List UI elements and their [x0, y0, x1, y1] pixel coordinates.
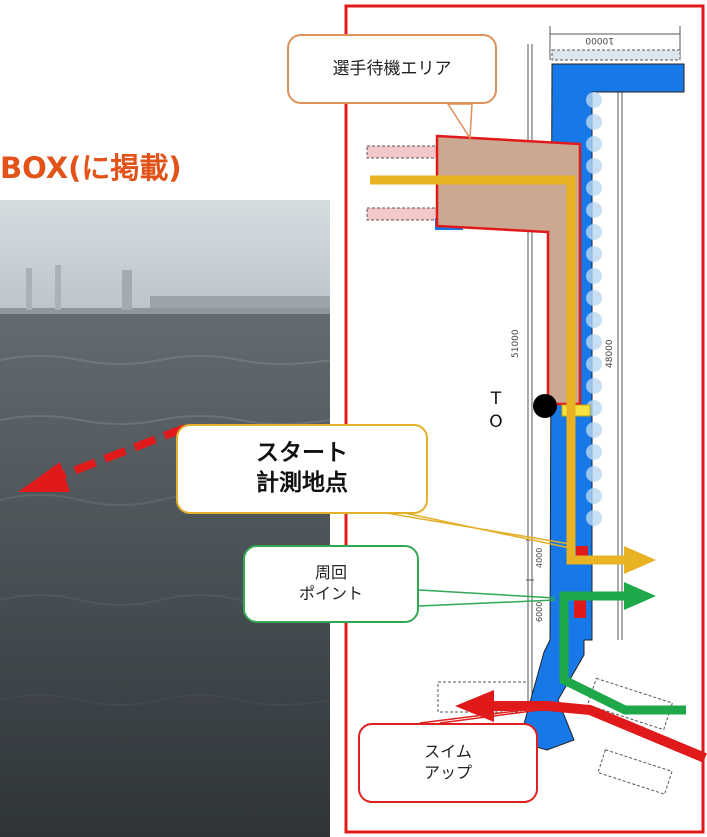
lap-marker-red-2	[574, 600, 586, 618]
start-label-line1: スタート	[256, 440, 348, 467]
water-photo	[0, 200, 331, 837]
photo-pointer-arrow	[18, 424, 187, 492]
start-label-line2: 計測地点	[256, 470, 348, 496]
waiting-area-label: 選手待機エリア	[332, 58, 452, 79]
to-label: T O	[484, 388, 508, 434]
swim-label-line2: アップ	[423, 763, 472, 782]
to-label-t: T	[490, 389, 502, 409]
waiting-area-callout: 選手待機エリア	[287, 34, 497, 104]
swim-label-line1: スイム	[424, 742, 472, 762]
to-marker-dot	[533, 394, 557, 418]
lap-point-callout: 周回 ポイント	[243, 545, 419, 623]
dimension-top: 10000	[585, 35, 614, 45]
lap-label-line1: 周回	[314, 563, 347, 583]
lap-label-line2: ポイント	[298, 584, 363, 603]
lap-route	[559, 582, 686, 715]
dimension-left-long: 51000	[511, 329, 521, 358]
dimension-seg-a: 4000	[535, 548, 544, 568]
dimension-right-long: 48000	[605, 339, 615, 368]
callout-leaders	[379, 103, 571, 724]
start-route	[370, 175, 656, 574]
to-label-o: O	[489, 412, 503, 432]
start-point-callout: スタート 計測地点	[176, 424, 428, 514]
swim-up-callout: スイム アップ	[358, 723, 538, 803]
float-markers	[366, 49, 681, 795]
partial-heading: BOX(に掲載)	[0, 151, 182, 185]
swimup-route	[455, 690, 707, 763]
dimension-seg-b: 6000	[535, 602, 544, 622]
lane-markers	[586, 92, 602, 526]
start-line	[561, 404, 591, 417]
